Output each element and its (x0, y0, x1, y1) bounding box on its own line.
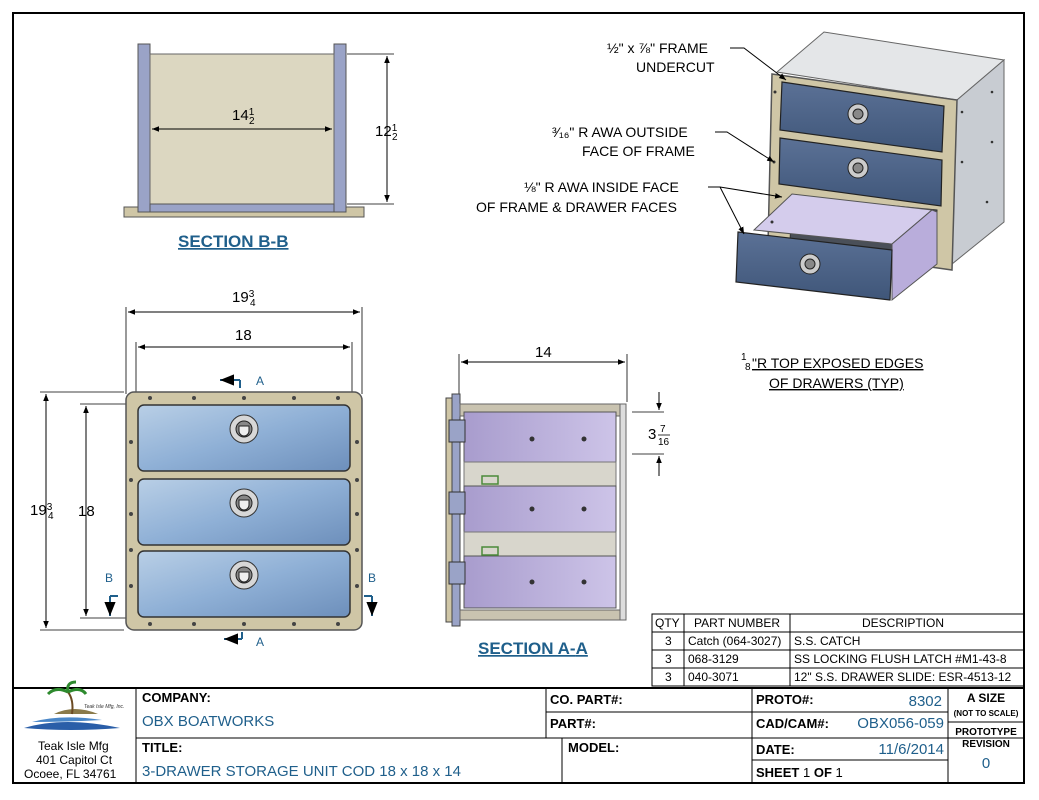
front-overall-width-den: 4 (250, 298, 256, 309)
cadcam-label: CAD/CAM#: (756, 716, 829, 731)
date-value: 11/6/2014 (878, 741, 944, 758)
title-block: Teak Isle Mfg, Inc. Teak Isle Mfg 401 Ca… (14, 680, 1024, 782)
bom-header-part: PART NUMBER (694, 616, 780, 630)
bom-row-desc: SS LOCKING FLUSH LATCH #M1-43-8 (794, 652, 1007, 666)
section-a-marker-bottom: A (256, 635, 264, 649)
callout-awa-inside-line1: ⅛" R AWA INSIDE FACE (524, 179, 679, 195)
drawing-sheet: 141 2 121 2 SECTION B-B 193 4 18 193 4 1… (12, 12, 1025, 784)
logo-text: Teak Isle Mfg, Inc. (84, 704, 124, 710)
section-aa-view: 14 3 7 16 SECTION A-A (445, 344, 670, 658)
latch-icon (799, 253, 821, 275)
latch-icon (229, 560, 259, 590)
callout-awa-outside-line2: FACE OF FRAME (582, 143, 695, 159)
front-inner-height: 18 (78, 503, 95, 520)
latch-icon (229, 414, 259, 444)
bom-table: QTY PART NUMBER DESCRIPTION 3 Catch (064… (651, 613, 1025, 687)
part-label: PART#: (550, 716, 596, 731)
section-b-marker-right: B (368, 571, 376, 585)
address-line1: Teak Isle Mfg (38, 739, 109, 753)
aa-drawer-height-den: 16 (658, 437, 670, 448)
callout-frame-line1: ½" x ⅞" FRAME (607, 40, 708, 56)
aa-depth-dim: 14 (535, 344, 552, 361)
bb-width-dim: 141 (232, 107, 255, 124)
co-part-label: CO. PART#: (550, 692, 623, 707)
bb-height-den: 2 (392, 132, 398, 143)
isometric-view: ½" x ⅞" FRAME UNDERCUT ³⁄₁₆" R AWA OUTSI… (476, 31, 1006, 391)
bb-width-den: 2 (249, 116, 255, 127)
company-value: OBX BOATWORKS (142, 713, 274, 730)
title-value: 3-DRAWER STORAGE UNIT COD 18 x 18 x 14 (142, 763, 461, 780)
bb-height-dim: 121 (375, 123, 398, 140)
front-overall-height: 193 (30, 502, 53, 519)
cadcam-value: OBX056-059 (857, 715, 944, 732)
callout-awa-outside-line1: ³⁄₁₆" R AWA OUTSIDE (552, 124, 688, 140)
latch-icon (847, 157, 869, 179)
front-overall-height-den: 4 (48, 511, 54, 522)
section-b-marker-left: B (105, 571, 113, 585)
callout-awa-inside-line2: OF FRAME & DRAWER FACES (476, 199, 677, 215)
revision-value: 0 (982, 755, 990, 772)
bom-row-part: 040-3071 (688, 670, 739, 684)
bom-row-desc: 12" S.S. DRAWER SLIDE: ESR-4513-12 (794, 670, 1012, 684)
sheet-info: SHEET 1 OF 1 (756, 765, 843, 780)
model-label: MODEL: (568, 740, 619, 755)
drawing-canvas: 141 2 121 2 SECTION B-B 193 4 18 193 4 1… (14, 31, 1025, 782)
front-view: 193 4 18 193 4 18 (30, 289, 378, 649)
section-aa-title: SECTION A-A (478, 639, 588, 658)
company-label: COMPANY: (142, 690, 211, 705)
section-a-marker-top: A (256, 374, 264, 388)
callout-frame-line2: UNDERCUT (636, 59, 715, 75)
aa-drawer-height-num: 7 (660, 424, 666, 435)
aa-drawer-height-dim: 3 (648, 426, 656, 443)
bom-row-part: Catch (064-3027) (688, 634, 781, 648)
bom-row-qty: 3 (665, 634, 672, 648)
proto-label: PROTO#: (756, 692, 814, 707)
address-line2: 401 Capitol Ct (36, 753, 113, 767)
callout-top-edges-line1: "R TOP EXPOSED EDGES (752, 355, 923, 371)
bom-header-desc: DESCRIPTION (862, 616, 944, 630)
section-bb-view: 141 2 121 2 SECTION B-B (123, 43, 398, 251)
date-label: DATE: (756, 742, 795, 757)
title-label: TITLE: (142, 740, 182, 755)
prototype-label: PROTOTYPE (955, 727, 1017, 738)
section-bb-title: SECTION B-B (178, 232, 289, 251)
front-overall-width: 193 (232, 289, 255, 306)
latch-icon (229, 488, 259, 518)
revision-label: REVISION (962, 739, 1010, 750)
address-line3: Ocoee, FL 34761 (24, 767, 117, 781)
proto-value: 8302 (909, 693, 942, 710)
bom-row-part: 068-3129 (688, 652, 739, 666)
bom-row-qty: 3 (665, 652, 672, 666)
bom-row-desc: S.S. CATCH (794, 634, 860, 648)
callout-top-edges-line2: OF DRAWERS (TYP) (769, 375, 904, 391)
size-label: A SIZE (967, 691, 1005, 705)
callout-top-edges-den: 8 (745, 362, 751, 373)
latch-icon (847, 103, 869, 125)
bom-header-qty: QTY (655, 616, 680, 630)
bom-row-qty: 3 (665, 670, 672, 684)
scale-note: (NOT TO SCALE) (954, 709, 1019, 718)
company-logo: Teak Isle Mfg, Inc. (24, 680, 124, 730)
front-inner-width: 18 (235, 327, 252, 344)
callout-top-edges-num: 1 (741, 352, 747, 363)
